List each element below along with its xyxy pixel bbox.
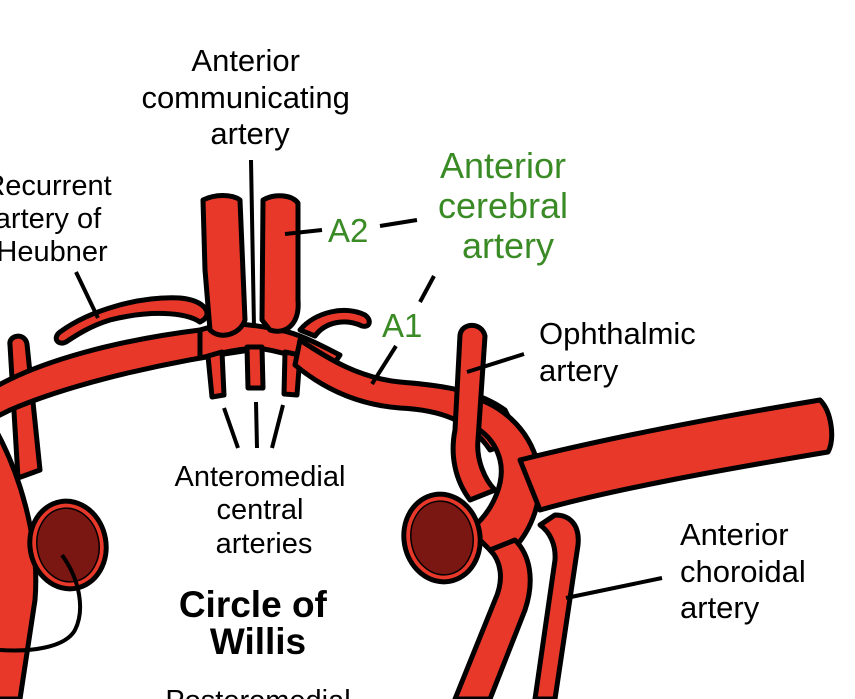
right-carotid-lumen (410, 500, 474, 576)
label-circle-of-willis: Circle of Willis (179, 584, 337, 662)
anterior-choroidal-artery-vessel (532, 512, 581, 699)
leader-anterior-choroidal (565, 576, 663, 600)
right-a2-segment (259, 193, 301, 334)
anteromedial-stem-left (205, 349, 227, 400)
label-ophthalmic-artery: Ophthalmic artery (539, 316, 704, 388)
leader-a1 (370, 344, 398, 386)
leader-anterior-communicating (249, 159, 256, 329)
leader-anteromedial-middle (254, 401, 259, 449)
leader-ophthalmic (466, 352, 525, 374)
leader-a2 (284, 228, 323, 236)
right-small-hook-branch (297, 307, 372, 339)
leader-anteromedial-right (270, 404, 285, 449)
label-anterior-communicating: Anterior communicating artery (141, 43, 358, 151)
anteromedial-stem-middle (244, 344, 266, 391)
middle-cerebral-artery (517, 397, 835, 513)
label-anteromedial-central-arteries: Anteromedial central arteries (175, 461, 354, 560)
label-a2: A2 (328, 212, 368, 249)
right-lower-vessel (452, 537, 533, 699)
label-a1: A1 (382, 307, 422, 344)
leader-anteromedial-left (222, 407, 240, 449)
left-upper-branch (7, 333, 43, 481)
left-posterior-curve (0, 553, 83, 653)
leader-a2-to-cerebral (379, 218, 418, 228)
recurrent-artery-of-heubner-vessel (53, 295, 210, 346)
ophthalmic-artery-vessel (450, 322, 498, 503)
label-recurrent-artery-of-heubner: Recurrent artery of Heubner (0, 170, 120, 268)
leader-a1-to-cerebral (418, 275, 436, 303)
label-anterior-choroidal-artery: Anterior choroidal artery (680, 517, 814, 625)
left-a2-segment (200, 193, 248, 338)
label-posteromedial: Posteromedial (165, 685, 350, 699)
leader-recurrent-heubner (74, 271, 100, 319)
label-anterior-cerebral-artery: Anterior cerebral artery (438, 145, 578, 266)
